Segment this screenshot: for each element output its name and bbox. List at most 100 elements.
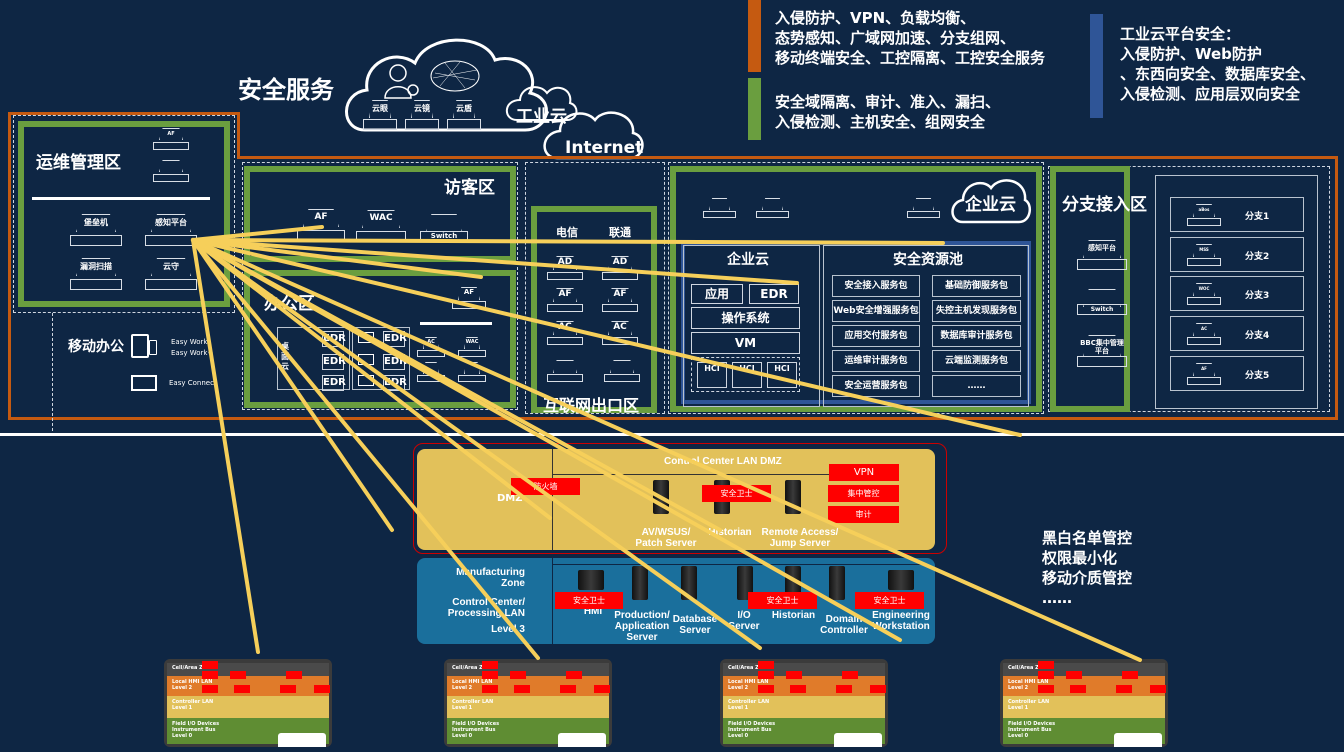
alert-tag xyxy=(202,685,218,693)
cell-row-label: Controller LAN Level 1 xyxy=(452,699,494,711)
device-visitor-wac: WAC xyxy=(356,210,406,242)
easy-work-label: Easy Work xyxy=(171,338,208,346)
device-switch xyxy=(756,198,789,218)
device-label: 云盾 xyxy=(456,104,472,113)
alert-tag xyxy=(510,671,526,679)
alert-tag xyxy=(790,685,806,693)
mobile-office-title: 移动办公 xyxy=(68,339,124,355)
stack-edr: EDR xyxy=(749,284,799,304)
central-control-tag: 集中管控 xyxy=(828,485,899,502)
av-wsus-server-icon xyxy=(653,480,669,514)
device-branch-switch: Switch xyxy=(1077,289,1127,315)
enterprise-cloud-stack-title: 企业云 xyxy=(727,252,769,268)
controller-lan-row xyxy=(167,696,329,718)
enterprise-boundary-step xyxy=(237,112,240,159)
office-bus-line xyxy=(420,322,492,325)
device-label: AD xyxy=(612,257,628,267)
monitor-icon xyxy=(358,375,374,386)
legend-green-text: 安全域隔离、审计、准入、漏扫、 入侵检测、主机安全、组网安全 xyxy=(775,92,1000,132)
device-office-af: AF xyxy=(452,287,486,309)
package-item: …… xyxy=(932,375,1021,397)
io-server-label: I/O Server xyxy=(728,610,760,632)
security-guard-tag: 安全卫士 xyxy=(748,592,817,609)
isp-telecom: 电信 xyxy=(556,226,578,239)
it-ot-separator xyxy=(0,433,1344,436)
engineering-workstation-icon xyxy=(888,570,914,590)
cell-row-label: Controller LAN Level 1 xyxy=(1008,699,1050,711)
package-item: 安全接入服务包 xyxy=(832,275,920,297)
firewall-tag: 防火墙 xyxy=(511,478,580,495)
branch-label: 分支5 xyxy=(1245,371,1270,381)
device-af: AF xyxy=(602,288,638,312)
cell-row-label: Field I/O Devices Instrument Bus Level 0 xyxy=(452,721,500,739)
alert-tag xyxy=(758,661,774,669)
alert-tag xyxy=(286,671,302,679)
device-af: AF xyxy=(547,288,583,312)
cell-row-label: Local HMI LAN Level 2 xyxy=(1008,679,1049,691)
monitor-icon xyxy=(358,332,374,343)
edr-tag: EDR xyxy=(383,331,407,347)
controller-lan-row xyxy=(723,696,885,718)
vpn-tag: VPN xyxy=(829,464,899,481)
cell-row-label: Local HMI LAN Level 2 xyxy=(172,679,213,691)
device-ac: AC xyxy=(547,321,583,345)
device-label: BBC集中管理平台 xyxy=(1080,339,1124,355)
ops-zone-title: 运维管理区 xyxy=(36,153,121,173)
alert-tag xyxy=(1150,685,1166,693)
cell-row-label: Field I/O Devices Instrument Bus Level 0 xyxy=(728,721,776,739)
alert-tag xyxy=(1122,671,1138,679)
internet-exit-title: 互联网出口区 xyxy=(543,396,640,415)
edr-tag: EDR xyxy=(322,331,346,347)
device-label: AD xyxy=(557,257,573,267)
device-label: AF xyxy=(613,289,627,299)
alert-tag xyxy=(1116,685,1132,693)
device-branch: AF xyxy=(1187,363,1221,385)
easy-connect-label: Easy Connect xyxy=(169,379,217,387)
legend-line: 安全域隔离、审计、准入、漏扫、 xyxy=(775,93,1001,111)
enterprise-boundary-left xyxy=(8,112,11,162)
alert-tag xyxy=(482,661,498,669)
side-note: …… xyxy=(1042,589,1072,607)
device-label: AF xyxy=(1201,366,1207,371)
device-label: 云守 xyxy=(163,262,179,271)
manufacturing-divider xyxy=(552,558,553,644)
enterprise-cloud-icon xyxy=(951,179,1032,224)
alert-tag xyxy=(234,685,250,693)
security-guard-tag: 安全卫士 xyxy=(555,592,623,609)
alert-tag xyxy=(1066,671,1082,679)
device-ad: AD xyxy=(547,256,583,280)
legend-blue-bar xyxy=(1090,14,1103,118)
cloud-shapes xyxy=(345,38,644,160)
device-label: 感知平台 xyxy=(155,218,187,227)
branch-label: 分支1 xyxy=(1245,212,1270,222)
alert-tag xyxy=(594,685,610,693)
alert-tag xyxy=(758,685,774,693)
domain-controller-label: Domain Controller xyxy=(820,614,868,636)
device-label: 云镜 xyxy=(414,104,430,113)
hci-node: HCI xyxy=(767,362,797,388)
tablet-icon xyxy=(131,334,149,358)
package-item: Web安全增强服务包 xyxy=(832,300,920,322)
device-ops-switch xyxy=(153,160,189,182)
security-guard-tag: 安全卫士 xyxy=(702,485,771,502)
device-label: MSS xyxy=(1199,247,1209,252)
branch-label: 分支4 xyxy=(1245,331,1270,341)
alert-tag xyxy=(870,685,886,693)
device-ops-af: AF xyxy=(153,128,189,150)
monitor-icon xyxy=(131,375,157,391)
office-zone-title: 办公区 xyxy=(264,294,315,314)
branch-label: 分支3 xyxy=(1245,291,1270,301)
alert-tag xyxy=(202,671,218,679)
alert-tag xyxy=(758,671,774,679)
phone-icon xyxy=(149,340,157,355)
legend-line: 入侵防护、Web防护 xyxy=(1120,45,1262,63)
manufacturing-zone-label: Manufacturing Zone xyxy=(456,567,525,589)
internet-label: Internet xyxy=(565,138,644,158)
cell-row-label: Local HMI LAN Level 2 xyxy=(728,679,769,691)
device-label: 感知平台 xyxy=(1088,244,1116,252)
controller-lan-row xyxy=(447,696,609,718)
edr-tag: EDR xyxy=(383,375,407,391)
branch-item xyxy=(1170,316,1304,351)
